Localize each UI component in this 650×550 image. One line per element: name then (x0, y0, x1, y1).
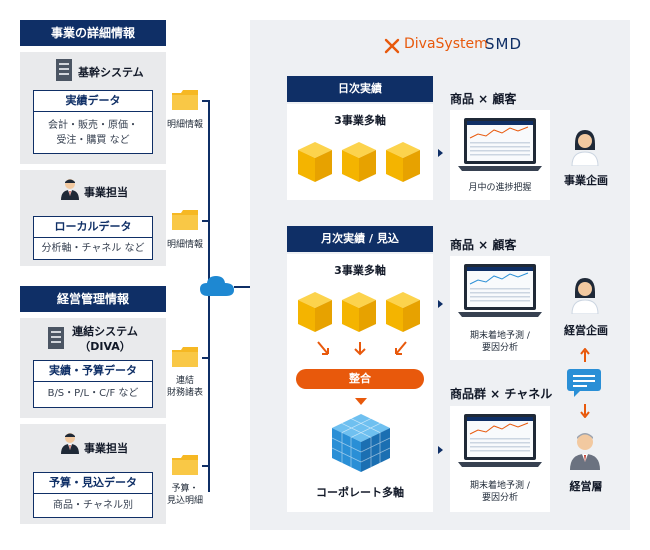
divasystem-logo-icon (384, 38, 400, 54)
corporate-caption: コーポレート多軸 (316, 486, 404, 499)
folder-label-budget: 予算・ 見込明細 (160, 483, 210, 507)
budget-forecast-data-box: 予算・見込データ 商品・チャネル別 (33, 472, 153, 518)
core-system-title: 基幹システム (78, 66, 144, 79)
cloud-icon (200, 276, 234, 296)
folder-icon (172, 455, 198, 475)
folder-label-consolidated-line2: 財務諸表 (166, 388, 203, 398)
role-business-planning: 事業企画 (564, 174, 608, 187)
section-header-business-detail: 事業の詳細情報 (20, 20, 166, 46)
actual-budget-data-title: 実績・予算データ (34, 361, 152, 382)
merge-arrows (317, 341, 407, 356)
arrow-up-icon (580, 348, 590, 362)
corporate-cube-icon (331, 414, 391, 472)
daily-actual-bar: 日次実績 (287, 76, 433, 102)
executive-icon (570, 433, 600, 470)
local-data-title: ローカルデータ (34, 217, 152, 238)
business-staff-title-2: 事業担当 (84, 442, 128, 455)
connector-tick (202, 100, 210, 102)
monthly-actual-bar: 月次実績 / 見込 (287, 226, 433, 252)
monthly-caption: 3事業多軸 (334, 264, 386, 277)
budget-forecast-data-line1: 商品・チャネル別 (53, 500, 133, 511)
screen-caption-monthly-2: 期末着地予測 / 要因分析 (450, 480, 550, 504)
server-icon (48, 327, 64, 349)
actual-data-line1: 会計・販売・原価・ (48, 120, 138, 131)
dashboard-laptop-icon (458, 414, 542, 467)
role-management-planning: 経営企画 (564, 324, 608, 337)
down-triangle-icon (355, 398, 367, 405)
consolidation-system-title: 連結システム （DIVA） (72, 324, 138, 354)
connector-tick (202, 220, 210, 222)
screen-caption-monthly-2-line2: 要因分析 (481, 493, 518, 503)
daily-result-title: 商品 × 顧客 (450, 92, 517, 106)
cube-group-daily (298, 142, 420, 182)
local-data-line1: 分析軸・チャネル など (41, 243, 145, 254)
business-staff-panel-2: 事業担当 予算・見込データ 商品・チャネル別 (20, 424, 166, 524)
screen-caption-monthly-2-line1: 期末着地予測 / (470, 481, 530, 491)
arrow-right-icon (438, 149, 443, 157)
connector-tick (202, 465, 210, 467)
server-icon (56, 59, 72, 81)
consolidation-system-title-line2: （DIVA） (79, 340, 131, 353)
folder-label-consolidated-line1: 連結 (175, 376, 194, 386)
section-header-management-info: 経営管理情報 (20, 286, 166, 312)
folder-icon (172, 347, 198, 367)
woman-icon (571, 130, 599, 166)
screen-caption-monthly-1-line1: 期末着地予測 / (470, 331, 530, 341)
connector-cloud-to-right (234, 286, 260, 288)
actual-data-title: 実績データ (34, 91, 152, 112)
consolidation-system-title-line1: 連結システム (72, 325, 138, 338)
local-data-box: ローカルデータ 分析軸・チャネル など (33, 216, 153, 260)
screen-caption-daily: 月中の進捗把握 (468, 183, 532, 193)
logo-brand: DivaSystem (404, 36, 488, 52)
monthly-result-title-1: 商品 × 顧客 (450, 238, 517, 252)
business-staff-title-1: 事業担当 (84, 186, 128, 199)
budget-forecast-data-title: 予算・見込データ (34, 473, 152, 494)
consolidation-system-panel: 連結システム （DIVA） 実績・予算データ B/S・P/L・C/F など (20, 318, 166, 418)
folder-label-budget-line1: 予算・ (171, 484, 199, 494)
folder-label-consolidated: 連結 財務諸表 (160, 375, 210, 399)
businessman-icon (61, 433, 79, 454)
screen-caption-monthly-1-line2: 要因分析 (481, 343, 518, 353)
folder-label-detail-2: 明細情報 (166, 240, 203, 250)
actual-data-box: 実績データ 会計・販売・原価・ 受注・購買 など (33, 90, 153, 154)
folder-label-budget-line2: 見込明細 (166, 496, 203, 506)
screen-caption-monthly-1: 期末着地予測 / 要因分析 (450, 330, 550, 354)
dashboard-laptop-icon (458, 264, 542, 317)
monthly-result-title-2: 商品群 × チャネル (450, 387, 553, 401)
role-executives: 経営層 (569, 480, 603, 493)
arrow-right-icon (438, 446, 443, 454)
merge-pill: 整合 (296, 369, 424, 389)
arrow-right-icon (438, 300, 443, 308)
folder-icon (172, 210, 198, 230)
core-system-panel: 基幹システム 実績データ 会計・販売・原価・ 受注・購買 など (20, 52, 166, 164)
actual-budget-data-line1: B/S・P/L・C/F など (47, 388, 139, 399)
connector-tick (202, 357, 210, 359)
woman-icon (571, 278, 599, 314)
chat-bubble-icon (567, 369, 601, 397)
cube-group-monthly (298, 292, 420, 332)
arrow-down-icon (580, 404, 590, 418)
daily-caption: 3事業多軸 (334, 114, 386, 127)
actual-budget-data-box: 実績・予算データ B/S・P/L・C/F など (33, 360, 153, 408)
businessman-icon (61, 179, 79, 200)
actual-data-line2: 受注・購買 など (56, 135, 130, 146)
dashboard-laptop-icon (458, 118, 542, 171)
logo-suffix: SMD (485, 35, 523, 53)
business-staff-panel-1: 事業担当 ローカルデータ 分析軸・チャネル など (20, 170, 166, 266)
folder-label-detail-1: 明細情報 (166, 120, 203, 130)
folder-icon (172, 90, 198, 110)
